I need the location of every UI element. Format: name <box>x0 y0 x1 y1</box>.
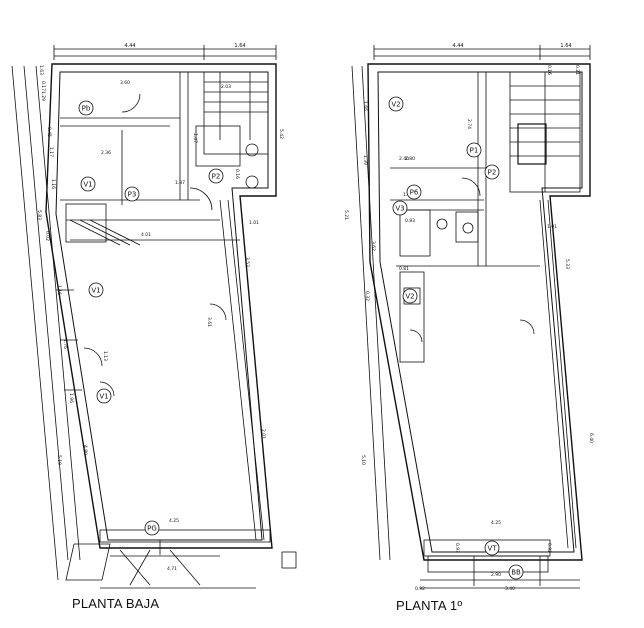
room-tag-circle <box>124 186 140 202</box>
dimension-label: 5.10 <box>56 455 62 465</box>
room-tag-circle <box>484 540 500 556</box>
room-tag-label: V2 <box>391 101 400 109</box>
dimension-label: 0.83 <box>405 218 415 224</box>
room-tag-circle <box>80 176 96 192</box>
dimension-label: 1.16 <box>56 285 62 295</box>
dimension-label: 1.96 <box>68 393 74 403</box>
dimension-label: 3.61 <box>206 317 212 327</box>
room-tag-circle <box>88 282 104 298</box>
dimension-label: 0.92 <box>546 543 552 553</box>
room-tag-circle <box>508 564 524 580</box>
dimension-label: 5.21 <box>343 210 349 220</box>
room-tag-label: Pb <box>82 105 91 113</box>
dimension-label: 1.37 <box>175 180 185 186</box>
dimension-label: 3.53 <box>244 257 250 267</box>
dimension-label: 1.16 <box>50 179 56 189</box>
dimension-label: 2.01 <box>260 429 266 439</box>
dimension-label: 3.60 <box>120 80 130 86</box>
room-tag-circle <box>208 168 224 184</box>
dimension-label: 1.17 <box>48 147 54 157</box>
room-tag-label: V2 <box>405 293 414 301</box>
room-tag-label: P1 <box>470 147 479 155</box>
top-dimension: 1.64 <box>234 43 245 49</box>
dimension-label: 0.21 <box>574 65 580 75</box>
dimension-label: 0.16 <box>546 65 552 75</box>
dimension-label: 5.42 <box>278 129 284 139</box>
dimension-label: 1.01 <box>547 224 557 230</box>
room-tag-label: V1 <box>83 181 92 189</box>
dimension-label: 0.45 <box>46 127 52 137</box>
room-tag-label: P2 <box>488 169 497 177</box>
stairwell <box>203 71 269 155</box>
dimension-label: 1.76 <box>62 339 68 349</box>
dimension-label: 0.02 <box>44 231 50 241</box>
room-tag-label: P2 <box>212 173 221 181</box>
top-dimension: 4.44 <box>124 43 135 49</box>
dimension-label: 1.63 <box>38 65 44 75</box>
dimension-label: 4.25 <box>169 518 179 524</box>
dimension-label: 2.03 <box>221 84 231 90</box>
dimension-label: 4.01 <box>141 232 151 238</box>
dimension-label: 0.17 <box>40 81 46 91</box>
dimension-label: 0.16 <box>234 169 240 179</box>
dimension-label: 3.40 <box>505 586 515 592</box>
dimension-label: 0.81 <box>399 266 409 272</box>
dimension-label: 6.40 <box>588 433 594 443</box>
room-tag-circle <box>78 100 94 116</box>
room-tag-label: BB <box>511 569 521 577</box>
dimension-label: 1.47 <box>192 133 198 143</box>
dimension-label: 4.89 <box>82 445 88 455</box>
annotations: 4.44 1.64 4.44 1.64 3.60 2.03 1.47 2.36 1.37 0.16… <box>36 43 594 592</box>
top-dimension: 4.44 <box>452 43 463 49</box>
room-tag-circle <box>406 184 422 200</box>
ground-floor-plan <box>11 45 297 589</box>
property-line <box>11 65 59 581</box>
room-tag-label: V1 <box>99 393 108 401</box>
dimension-label: 1.01 <box>249 220 259 226</box>
outer-wall <box>367 63 591 561</box>
dimension-label: 2.80 <box>405 156 415 162</box>
dimension-label: 2.40 <box>399 156 409 162</box>
room-tag-label: V3 <box>395 205 404 213</box>
room-tag-circle <box>96 388 112 404</box>
dimension-label: 3.62 <box>370 241 376 251</box>
room-tag-label: P3 <box>128 191 137 199</box>
caption-planta-baja: PLANTA BAJA <box>72 596 160 611</box>
dimension-label: 4.71 <box>167 566 177 572</box>
first-floor-plan <box>351 45 591 589</box>
top-dimension: 1.64 <box>560 43 571 49</box>
room-tag-circle <box>144 520 160 536</box>
room-tag-circle <box>402 288 418 304</box>
dimension-label: 2.36 <box>101 150 111 156</box>
room-tag-circle <box>466 142 482 158</box>
dimension-label: 4.25 <box>491 520 501 526</box>
dimension-label: 5.10 <box>360 455 366 465</box>
dimension-label: 5.33 <box>564 259 570 269</box>
room-tag-label: PG <box>147 525 157 533</box>
dimension-label: 5.83 <box>36 210 42 220</box>
outer-wall <box>45 63 277 549</box>
caption-planta-primera: PLANTA 1º <box>396 598 463 613</box>
room-tag-label: P6 <box>410 189 419 197</box>
dimension-label: 0.32 <box>364 291 370 301</box>
room-tag-circle <box>388 96 404 112</box>
dimension-label: 2.90 <box>491 572 501 578</box>
room-tag-label: V1 <box>91 287 100 295</box>
dimension-label: 0.92 <box>415 586 425 592</box>
dimension-label: 1.66 <box>362 101 368 111</box>
dimension-label: 2.74 <box>466 119 472 129</box>
room-tag-label: VT <box>487 545 497 553</box>
dimension-label: 1.39 <box>362 155 368 165</box>
dimension-label: 0.93 <box>454 543 460 553</box>
room-tag-circle <box>484 164 500 180</box>
room-tag-circle <box>392 200 408 216</box>
dimension-label: 1.13 <box>102 351 108 361</box>
dimension-label: 1.29 <box>40 91 46 101</box>
